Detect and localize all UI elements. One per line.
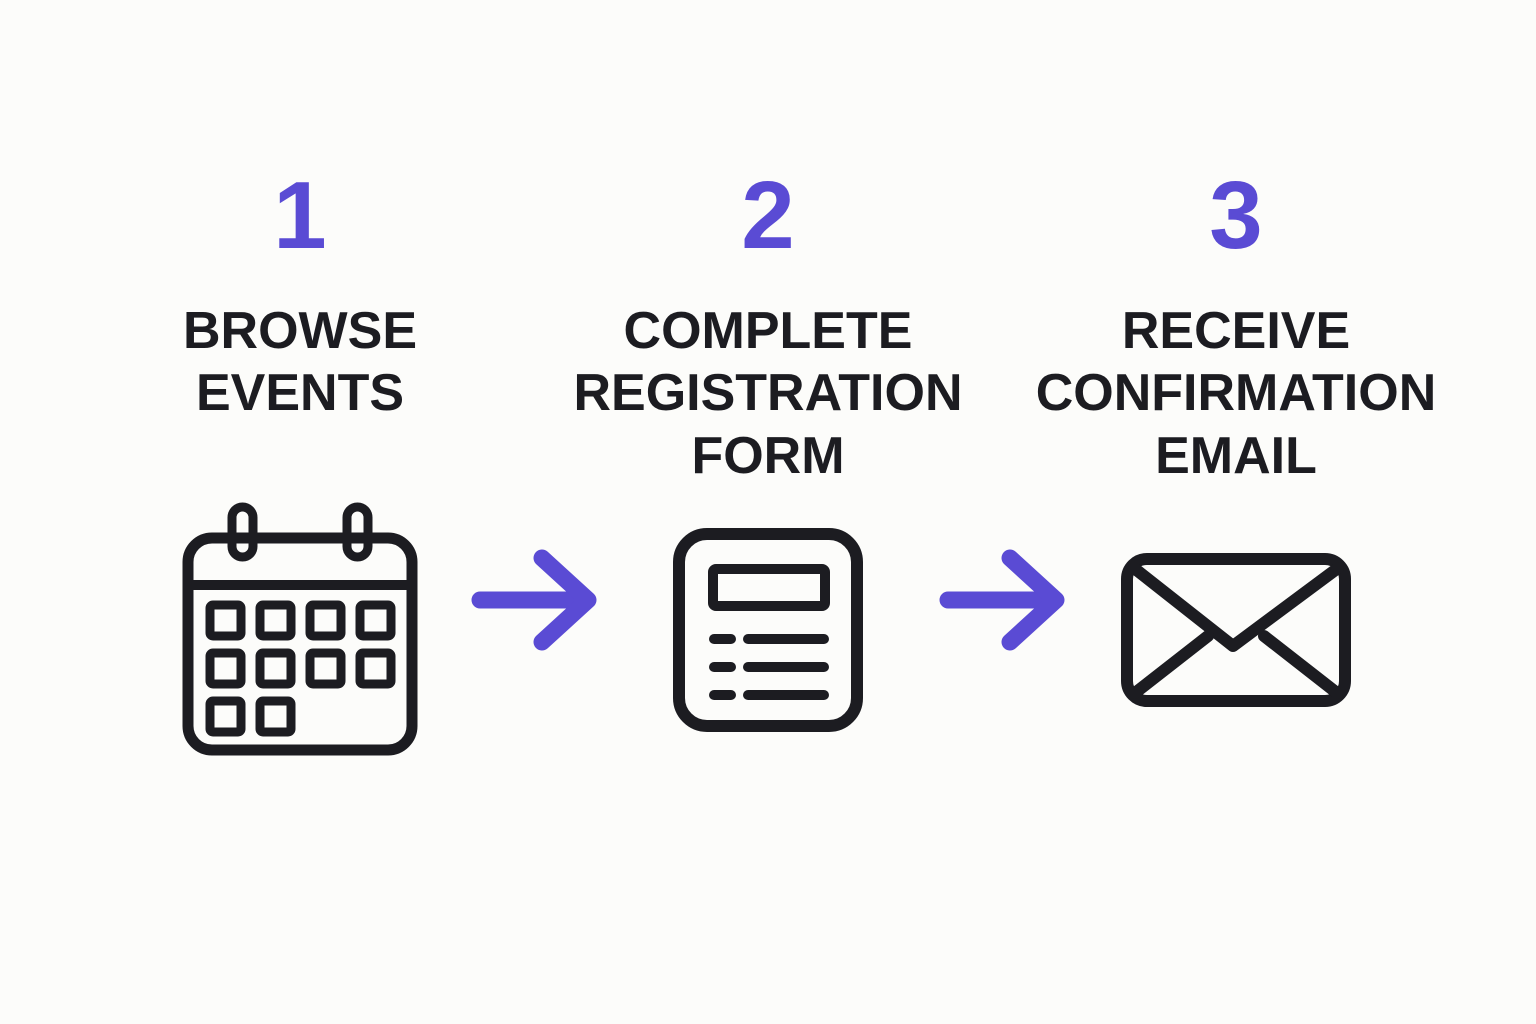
arrow-right-icon-svg <box>939 549 1064 651</box>
step-complete-registration-form: 2 COMPLETE REGISTRATION FORM <box>573 0 963 770</box>
step-label: COMPLETE REGISTRATION FORM <box>573 302 963 485</box>
step-number: 1 <box>273 162 327 269</box>
calendar-icon <box>179 490 421 770</box>
arrow-right-icon <box>939 548 1066 652</box>
form-icon <box>672 490 864 770</box>
form-icon-svg <box>673 528 863 732</box>
arrow-right-icon-svg <box>471 549 596 651</box>
step-number: 2 <box>741 162 795 269</box>
envelope-icon <box>1120 490 1352 770</box>
step-label: BROWSE EVENTS <box>183 302 417 423</box>
step-label: RECEIVE CONFIRMATION EMAIL <box>1035 302 1437 485</box>
step-browse-events: 1 BROWSE EVENTS <box>130 0 471 770</box>
step-receive-confirmation-email: 3 RECEIVE CONFIRMATION EMAIL <box>1036 0 1436 770</box>
calendar-icon-svg <box>182 502 418 756</box>
arrow-right-icon <box>471 548 598 652</box>
step-number: 3 <box>1209 162 1263 269</box>
envelope-icon-svg <box>1121 553 1351 707</box>
